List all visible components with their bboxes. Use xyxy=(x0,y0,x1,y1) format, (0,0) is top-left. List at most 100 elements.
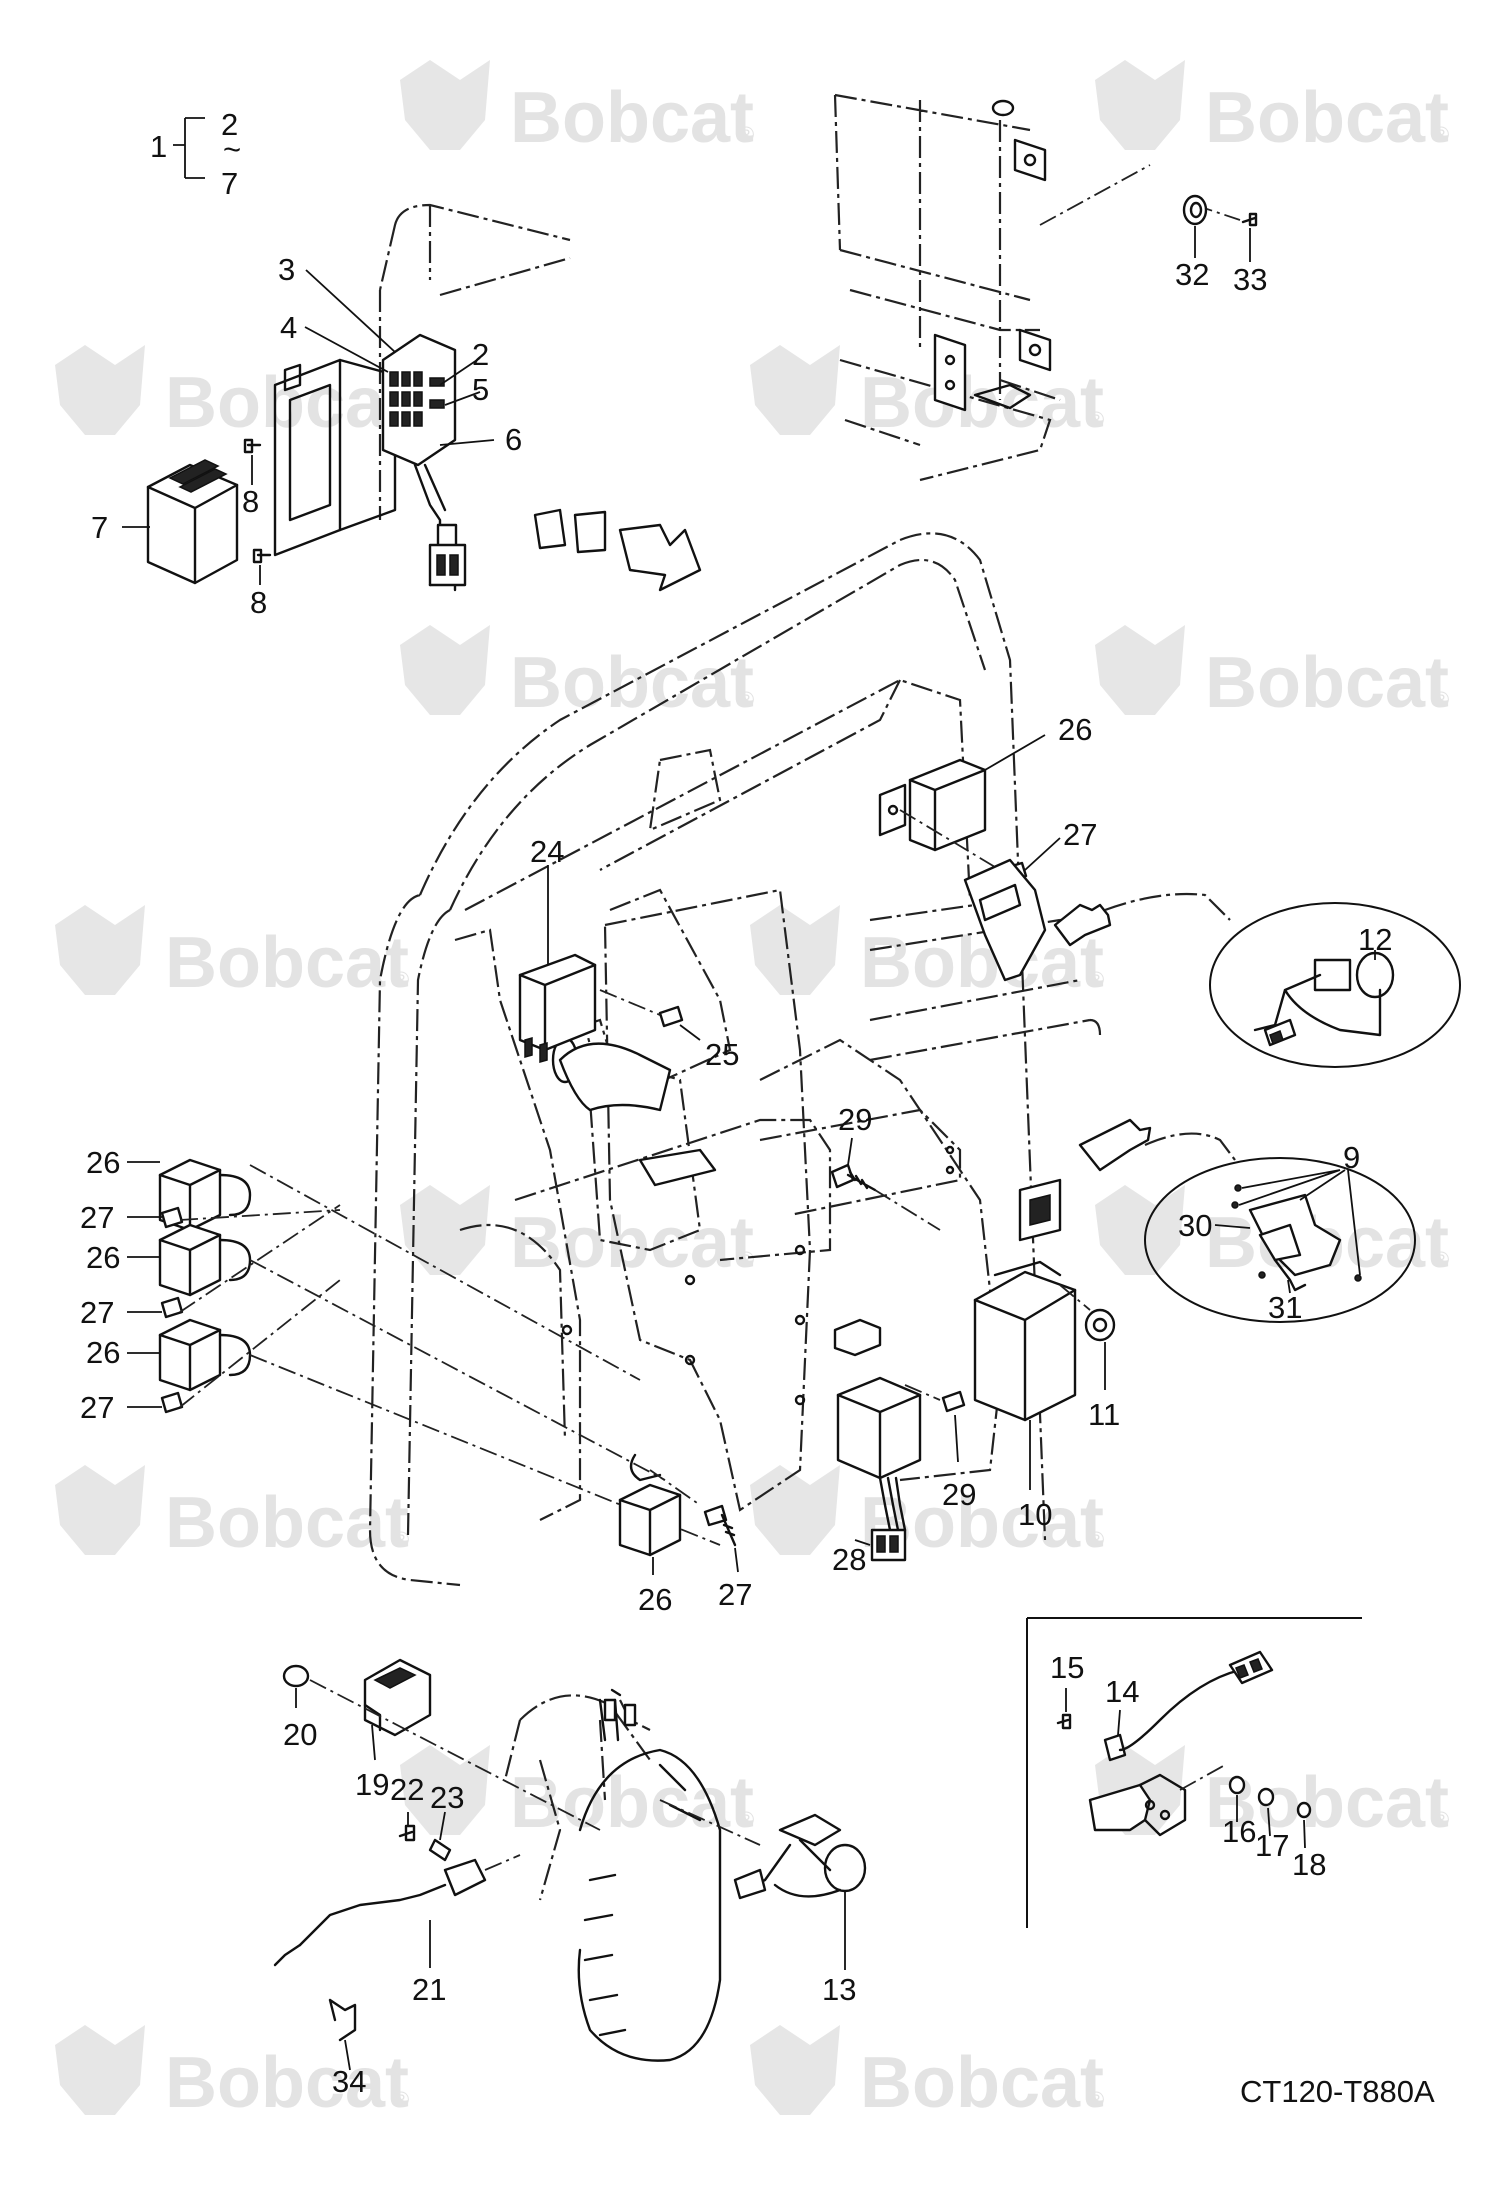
sensor-body xyxy=(778,1813,842,1847)
callout-33: 33 xyxy=(1233,262,1267,297)
callout-8: 8 xyxy=(242,484,259,519)
console-bracket xyxy=(638,1148,717,1187)
connector-pin xyxy=(1269,1030,1284,1045)
watermark: Bobcat ® xyxy=(1095,625,1449,723)
bobcat-logo-icon xyxy=(400,625,490,715)
svg-text:®: ® xyxy=(738,687,754,712)
switch-lever xyxy=(1273,1258,1307,1292)
diode-tab xyxy=(629,1453,662,1482)
leader xyxy=(954,1414,959,1463)
console-outline-outer xyxy=(368,532,1047,1587)
leader xyxy=(1303,1819,1306,1849)
svg-text:®: ® xyxy=(1433,122,1449,147)
fuse-bracket-cutout xyxy=(288,383,332,522)
clamp xyxy=(328,1998,357,2042)
sensor-bracket xyxy=(963,858,1047,982)
arrow-head xyxy=(618,523,702,592)
hole xyxy=(794,1314,806,1326)
callout-21: 21 xyxy=(412,1972,446,2007)
bracket-hole xyxy=(944,379,956,391)
screw-dot xyxy=(1354,1274,1362,1282)
centerline xyxy=(899,809,1001,871)
callout-26: 26 xyxy=(638,1582,672,1617)
bracket-hole xyxy=(1028,343,1042,357)
screw-dot xyxy=(1258,1271,1266,1279)
watermark: Bobcat ® xyxy=(750,2025,1104,2123)
arrow-chevron xyxy=(533,508,567,550)
leader xyxy=(444,391,481,406)
watermark: Bobcat ® xyxy=(55,2025,409,2123)
detail-leader xyxy=(1104,892,1231,921)
screw xyxy=(941,1390,966,1413)
module-28-group: 28 29 xyxy=(832,1318,976,1577)
diode-edges xyxy=(158,1168,222,1232)
callout-16: 16 xyxy=(1222,1814,1256,1849)
relay-edges xyxy=(518,963,597,1052)
svg-text:®: ® xyxy=(1088,967,1104,992)
bracket-tab xyxy=(283,363,302,392)
console-cylinder xyxy=(558,1042,672,1112)
hole xyxy=(945,1145,955,1155)
detail-leader xyxy=(1144,1132,1236,1161)
switch-detail-9: 9 30 31 xyxy=(1078,1118,1416,1325)
harness-plug xyxy=(428,543,467,587)
screw-head xyxy=(160,1296,184,1319)
callout-26: 26 xyxy=(86,1145,120,1180)
tire-tread xyxy=(583,1763,702,2037)
watermark: Bobcat ® xyxy=(750,345,1104,443)
leader xyxy=(1214,1224,1251,1229)
callout-28: 28 xyxy=(832,1542,866,1577)
callout-25: 25 xyxy=(705,1037,739,1072)
callout-19: 19 xyxy=(355,1767,389,1802)
leader xyxy=(1287,1279,1291,1294)
callout-27: 27 xyxy=(1063,817,1097,852)
callout-11: 11 xyxy=(1088,1397,1120,1432)
diode-item: 26 27 xyxy=(80,1223,252,1330)
svg-text:®: ® xyxy=(738,1247,754,1272)
leader xyxy=(679,1024,701,1041)
inset-frame xyxy=(1026,1617,1362,1928)
valve xyxy=(623,1703,637,1727)
centerline xyxy=(1179,1764,1226,1791)
centerline xyxy=(874,1189,941,1231)
console-slot xyxy=(648,748,722,832)
assembly-range-tilde: ~ xyxy=(223,132,241,167)
bobcat-logo-icon xyxy=(750,1465,840,1555)
hole xyxy=(684,1274,696,1286)
screw xyxy=(398,1824,416,1842)
screw xyxy=(243,438,262,454)
centerline xyxy=(649,1469,701,1506)
diode-item: 26 27 xyxy=(80,1145,252,1235)
drawing-code: CT120-T880A xyxy=(1240,2074,1435,2109)
centerline xyxy=(904,1384,941,1401)
callout-23: 23 xyxy=(430,1780,464,1815)
console-curve xyxy=(459,1223,567,1441)
screw-head xyxy=(160,1206,184,1229)
plug-pin xyxy=(436,554,446,576)
centerline xyxy=(599,989,661,1016)
relay-terminal xyxy=(524,1037,533,1058)
leader xyxy=(1238,1169,1361,1276)
fuse-slots xyxy=(389,371,445,427)
svg-text:®: ® xyxy=(393,2087,409,2112)
bobcat-logo-icon xyxy=(1095,625,1185,715)
cable-boot xyxy=(443,1858,487,1897)
svg-text:®: ® xyxy=(393,1527,409,1552)
centerline xyxy=(309,1679,601,1831)
switch-body xyxy=(1258,1223,1302,1262)
bobcat-logo-icon xyxy=(55,345,145,435)
leader xyxy=(371,1724,376,1761)
grommet-hole xyxy=(1189,201,1203,219)
callout-6: 6 xyxy=(505,422,522,457)
diode-tab xyxy=(218,1333,252,1377)
callout-20: 20 xyxy=(283,1717,317,1752)
leader xyxy=(984,734,1046,771)
cover-ridge xyxy=(168,459,220,485)
callout-29: 29 xyxy=(942,1477,976,1512)
bobcat-logo-icon xyxy=(55,905,145,995)
relay xyxy=(518,953,597,1052)
assembly-parent-number: 1 xyxy=(150,129,167,164)
switch-tab xyxy=(363,1703,382,1732)
frame-post-top xyxy=(991,99,1015,117)
callout-3: 3 xyxy=(278,252,295,287)
